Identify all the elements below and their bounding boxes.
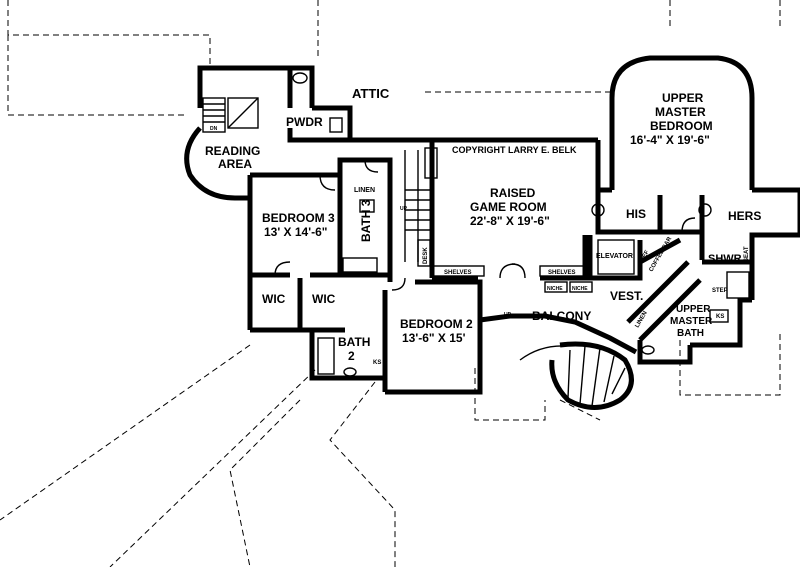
seat-label: SEAT <box>744 246 750 262</box>
bath2-label-2: 2 <box>348 349 355 363</box>
game-room-dims: 22'-8" X 19'-6" <box>470 214 550 228</box>
upper-master-bedroom-label-3: BEDROOM <box>650 119 713 133</box>
vest-label: VEST. <box>610 289 643 303</box>
wic-label-2: WIC <box>312 292 336 306</box>
upper-master-bedroom-label-1: UPPER <box>662 91 704 105</box>
bath3-label: BATH 3 <box>359 199 373 242</box>
shelves-label-1: SHELVES <box>444 270 472 276</box>
upper-master-bath-label-1: UPPER <box>676 304 711 315</box>
shwr-label: SHWR <box>708 253 742 265</box>
game-room-stair <box>404 150 432 262</box>
pwdr-label: PWDR <box>286 115 323 129</box>
balcony-label: BALCONY <box>532 309 591 323</box>
elevator-label: ELEVATOR <box>596 253 633 260</box>
walls <box>184 55 800 410</box>
bedroom3-label: BEDROOM 3 <box>262 211 335 225</box>
copyright-text: COPYRIGHT LARRY E. BELK <box>452 145 577 155</box>
niche-label-2: NICHE <box>572 286 588 292</box>
his-label: HIS <box>626 207 646 221</box>
upper-master-bath-label-2: MASTER <box>670 316 713 327</box>
attic-label: ATTIC <box>352 86 390 101</box>
step-label: STEP <box>712 288 728 294</box>
reading-area-label-1: READING <box>205 144 260 158</box>
labels: ATTIC PWDR READING AREA UPPER MASTER BED… <box>205 86 761 366</box>
desk-label-1: DESK <box>430 157 436 174</box>
up-label-1: UP <box>400 206 408 212</box>
bedroom2-label: BEDROOM 2 <box>400 317 473 331</box>
details <box>202 72 750 407</box>
upper-master-bedroom-label-2: MASTER <box>655 105 706 119</box>
linen-label-1: LINEN <box>354 187 375 194</box>
up-label-2: UP <box>504 312 512 318</box>
ks-label-2: KS <box>373 360 381 366</box>
dn-label: DN <box>210 126 218 132</box>
hers-label: HERS <box>728 209 761 223</box>
shelves-label-2: SHELVES <box>548 270 576 276</box>
upper-master-bath-label-3: BATH <box>677 328 704 339</box>
game-room-label-2: GAME ROOM <box>470 200 547 214</box>
niche-label-1: NICHE <box>547 286 563 292</box>
game-room-label-1: RAISED <box>490 186 536 200</box>
reading-area-label-2: AREA <box>218 157 252 171</box>
upper-master-bedroom-dims: 16'-4" X 19'-6" <box>630 133 710 147</box>
reading-stair <box>202 97 259 133</box>
bath2-label-1: BATH <box>338 335 370 349</box>
desk-label-2: DESK <box>423 247 429 264</box>
bedroom2-dims: 13'-6" X 15' <box>402 331 466 345</box>
bedroom3-dims: 13' X 14'-6" <box>264 225 327 239</box>
spiral-stair <box>519 345 626 407</box>
ks-label-1: KS <box>716 314 724 320</box>
wic-label-1: WIC <box>262 292 286 306</box>
ref-label: REF <box>640 249 651 263</box>
